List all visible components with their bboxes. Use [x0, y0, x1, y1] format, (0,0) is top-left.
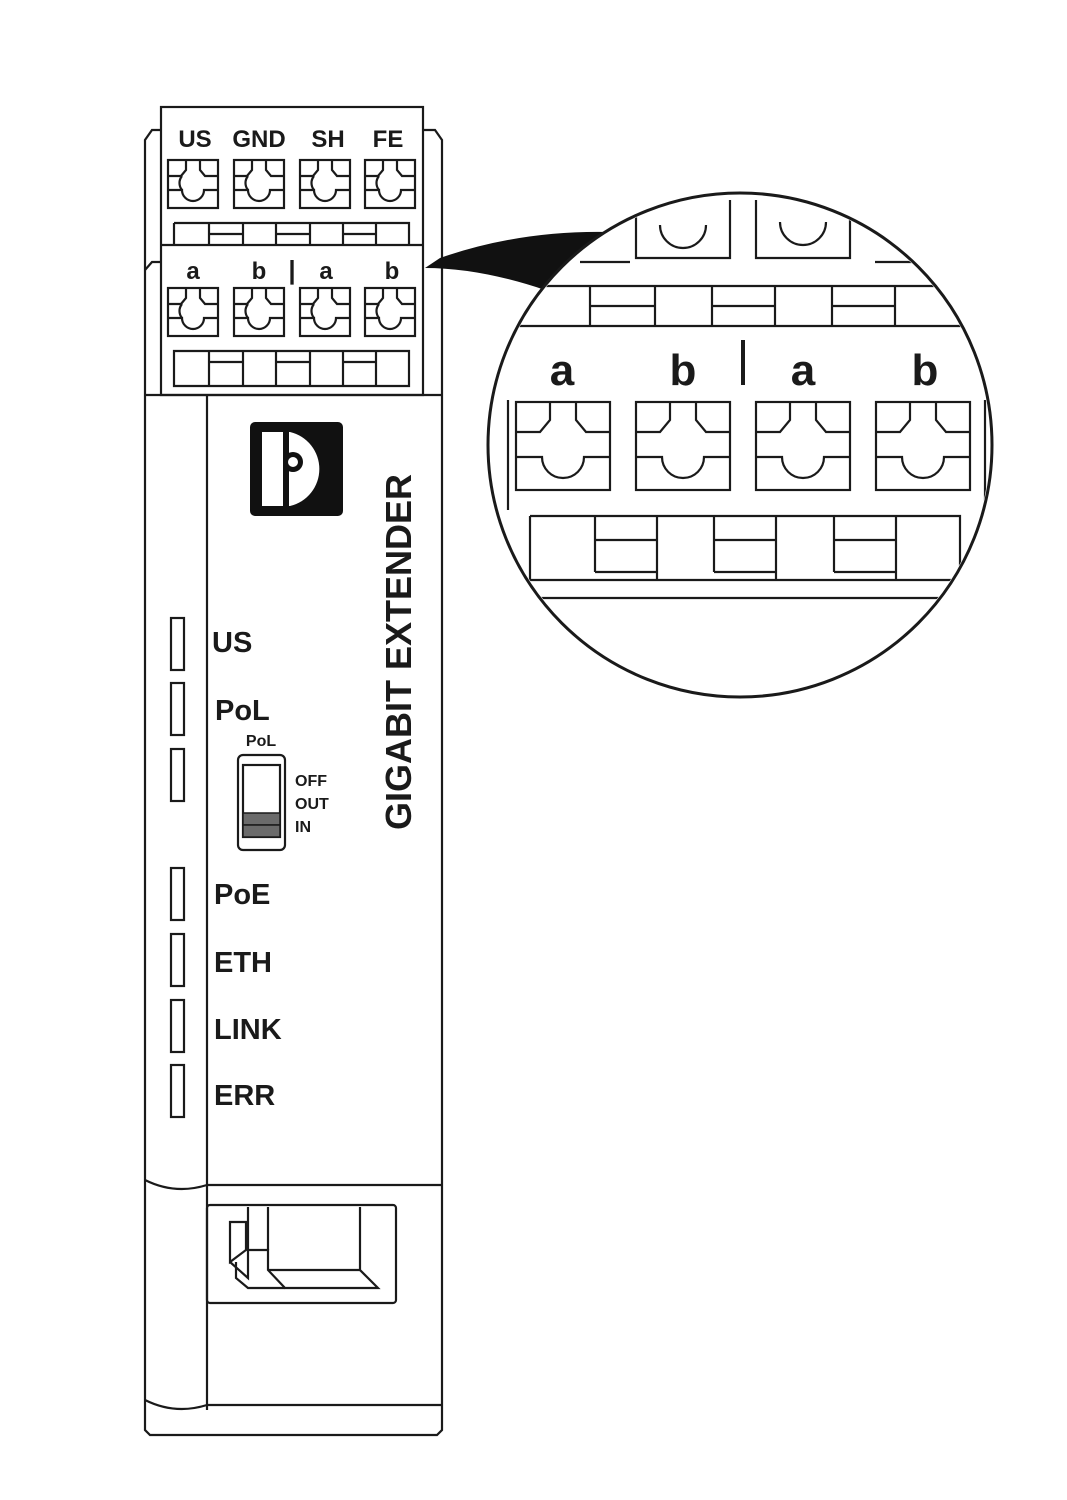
led-label-err: ERR — [214, 1080, 275, 1112]
switch-title: PoL — [246, 733, 276, 750]
led-label-us: US — [212, 627, 252, 659]
separator: | — [288, 255, 295, 285]
led-pol — [169, 681, 186, 737]
terminal-label-gnd: GND — [232, 126, 285, 153]
product-name: GIGABIT EXTENDER — [378, 474, 419, 830]
magnified-label-b: b — [912, 346, 939, 395]
terminal-screw[interactable] — [298, 158, 352, 210]
magnifier: a b a b — [486, 191, 994, 699]
top-terminal-labels: US GND SH FE — [178, 126, 403, 153]
label-b: b — [385, 258, 400, 285]
led-label-pol: PoL — [215, 695, 270, 727]
led-label-eth: ETH — [214, 947, 272, 979]
switch-position-out: OUT — [295, 796, 329, 813]
magnified-terminal — [874, 400, 972, 492]
label-a: a — [186, 258, 200, 285]
label-a: a — [319, 258, 333, 285]
connector-block — [159, 105, 425, 397]
led-indicators — [169, 616, 186, 1119]
din-rail-latch[interactable] — [205, 1203, 398, 1305]
magnified-terminal — [514, 400, 612, 492]
led-poe — [169, 866, 186, 922]
terminal-screw[interactable] — [363, 158, 417, 210]
led-unlabeled — [169, 747, 186, 803]
magnified-label-a: a — [550, 346, 575, 395]
terminal-screw[interactable] — [363, 286, 417, 338]
terminal-screw[interactable] — [232, 286, 286, 338]
magnified-terminal — [634, 400, 732, 492]
terminal-screw[interactable] — [232, 158, 286, 210]
led-labels: US PoL PoE ETH LINK ERR — [212, 627, 282, 1112]
led-us — [169, 616, 186, 672]
led-label-poe: PoE — [214, 879, 270, 911]
terminal-label-us: US — [178, 126, 211, 153]
terminal-label-fe: FE — [373, 126, 404, 153]
led-label-link: LINK — [214, 1014, 282, 1046]
magnified-terminal — [754, 400, 852, 492]
line-terminals — [166, 286, 417, 388]
phoenix-contact-logo — [250, 422, 343, 516]
switch-slider[interactable] — [242, 812, 281, 826]
housing — [143, 105, 444, 1437]
label-b: b — [252, 258, 267, 285]
led-eth — [169, 932, 186, 988]
top-terminals — [166, 158, 417, 245]
terminal-screw[interactable] — [166, 286, 220, 338]
switch-position-off: OFF — [295, 773, 327, 790]
callout-pointer — [425, 231, 610, 290]
led-link — [169, 998, 186, 1054]
switch-position-in: IN — [295, 819, 311, 836]
terminal-screw[interactable] — [298, 286, 352, 338]
magnified-label-a: a — [791, 346, 816, 395]
terminal-label-sh: SH — [311, 126, 344, 153]
led-err — [169, 1063, 186, 1119]
terminal-screw[interactable] — [166, 158, 220, 210]
line-terminal-labels: a b | a b — [186, 255, 399, 285]
magnified-label-b: b — [670, 346, 697, 395]
pol-switch[interactable]: PoL OFF OUT IN — [236, 733, 329, 852]
